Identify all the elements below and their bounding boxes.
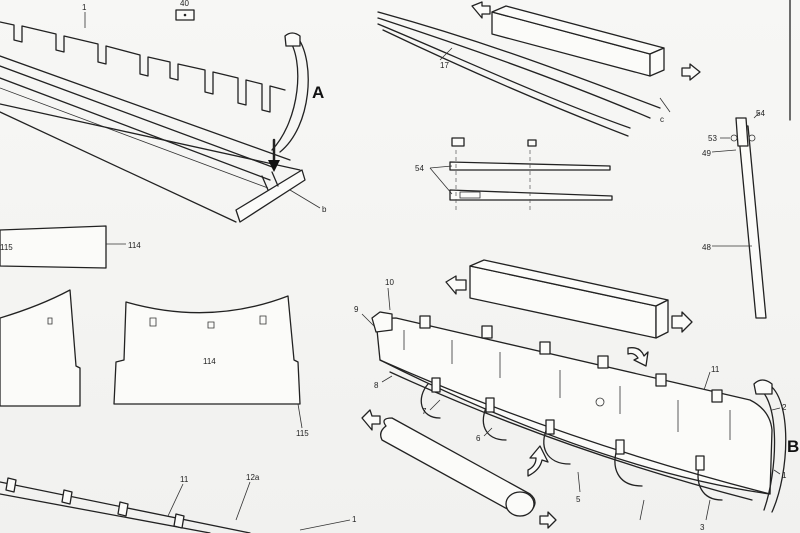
label-40: 40 [180, 0, 189, 8]
label-115-left: 115 [0, 243, 13, 252]
label-114-right: 114 [128, 241, 141, 250]
label-c: c [660, 115, 664, 124]
label-1-hull: 1 [782, 471, 787, 480]
label-11-hull: 11 [711, 365, 720, 374]
callout-A: A [312, 83, 324, 102]
label-7: 7 [422, 407, 427, 416]
label-12a: 12a [246, 473, 260, 482]
callout-B: B [787, 437, 799, 456]
label-114-panel: 114 [203, 357, 216, 366]
label-8: 8 [374, 381, 379, 390]
label-54-right: 54 [756, 109, 765, 118]
label-10: 10 [385, 278, 394, 287]
label-9: 9 [354, 305, 359, 314]
label-11-bottom: 11 [180, 475, 189, 484]
label-2: 2 [782, 403, 787, 412]
label-115-panel: 115 [296, 429, 309, 438]
label-53: 53 [708, 134, 717, 143]
label-1-top: 1 [82, 3, 87, 12]
label-5: 5 [576, 495, 581, 504]
label-48: 48 [702, 243, 711, 252]
keel-assembly-drawing [0, 9, 321, 223]
label-b: b [322, 205, 327, 214]
label-54-mid: 54 [415, 164, 424, 173]
curved-strip-drawing [377, 1, 701, 137]
label-49: 49 [702, 149, 711, 158]
mast-fitting-detail [429, 137, 613, 210]
side-panels-drawing [0, 225, 303, 429]
mast-drawing [711, 111, 767, 319]
label-1-bottom: 1 [352, 515, 357, 524]
label-3: 3 [700, 523, 705, 532]
lower-strip-drawing [0, 477, 351, 533]
hull-assembly-drawing [361, 259, 787, 529]
label-6: 6 [476, 434, 481, 443]
label-17: 17 [440, 61, 449, 70]
